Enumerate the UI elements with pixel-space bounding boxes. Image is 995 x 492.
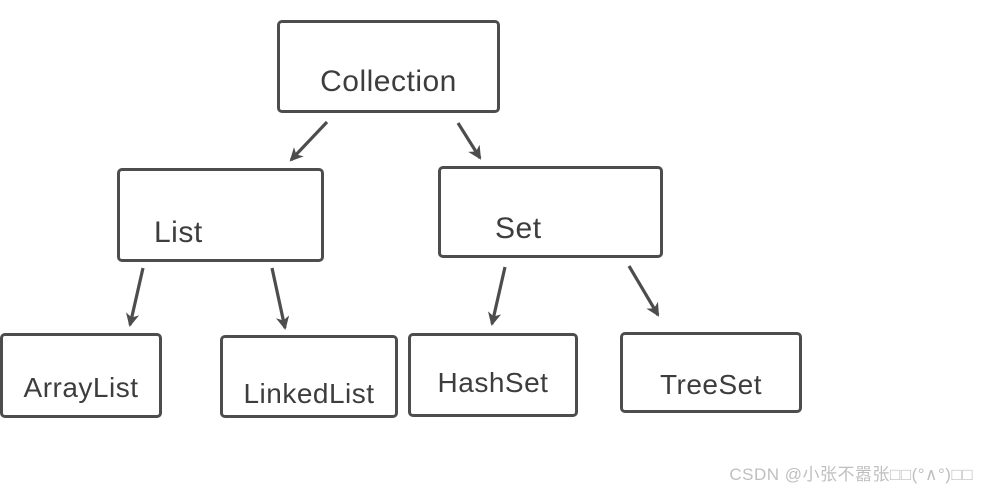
node-collection: Collection bbox=[277, 20, 500, 113]
node-collection-label: Collection bbox=[320, 65, 457, 98]
node-hashset: HashSet bbox=[408, 333, 578, 417]
csdn-watermark: CSDN @小张不嚣张□□(°∧°)□□ bbox=[729, 465, 973, 484]
node-arraylist-label: ArrayList bbox=[23, 372, 139, 403]
node-linkedlist: LinkedList bbox=[220, 335, 398, 418]
node-hashset-label: HashSet bbox=[437, 367, 549, 398]
edge-list-linkedlist bbox=[270, 267, 290, 330]
edge-collection-list bbox=[289, 120, 329, 162]
node-treeset: TreeSet bbox=[620, 332, 802, 413]
node-list-label: List bbox=[154, 216, 203, 249]
edge-set-treeset bbox=[627, 265, 660, 317]
node-treeset-label: TreeSet bbox=[659, 369, 763, 400]
edge-collection-set bbox=[456, 122, 482, 160]
node-set: Set bbox=[438, 166, 663, 258]
edge-list-arraylist bbox=[125, 267, 145, 327]
node-linkedlist-label: LinkedList bbox=[243, 378, 375, 409]
edge-set-hashset bbox=[487, 266, 507, 326]
node-set-label: Set bbox=[495, 212, 542, 245]
node-arraylist: ArrayList bbox=[0, 333, 162, 418]
node-list: List bbox=[117, 168, 324, 262]
